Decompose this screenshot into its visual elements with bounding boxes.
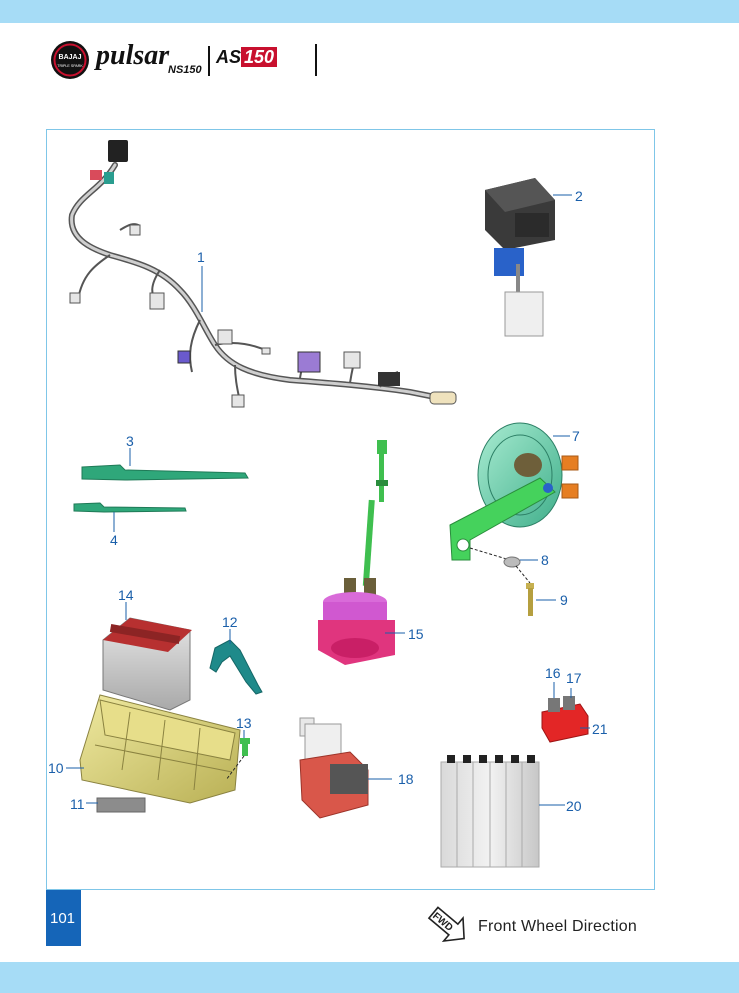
flasher-relay (299, 717, 369, 819)
logo-model-a: AS (216, 47, 242, 67)
callout-9: 9 (560, 592, 568, 608)
tray-bolt (225, 738, 250, 781)
callout-7: 7 (572, 428, 580, 444)
callout-20: 20 (566, 798, 582, 814)
emblem-bottom-text: TRIPLE SPARK (57, 64, 83, 68)
callout-17: 17 (566, 670, 582, 686)
callout-4: 4 (110, 532, 118, 548)
callout-1: 1 (197, 249, 205, 265)
relay-unit (485, 178, 555, 337)
battery-tray (79, 694, 241, 804)
callout-13: 13 (236, 715, 252, 731)
bajaj-emblem-icon: BAJAJ TRIPLE SPARK (51, 41, 89, 79)
callout-3: 3 (126, 433, 134, 449)
fwd-arrow-icon: FWD (427, 906, 465, 943)
callout-2: 2 (575, 188, 583, 204)
fuse-set (440, 755, 540, 868)
wiring-harness (68, 140, 457, 408)
logo-brand-text: pulsar (96, 40, 170, 71)
battery-pad (96, 797, 146, 813)
battery (102, 617, 192, 711)
page-number-tab: 101 (46, 890, 81, 946)
logo-sub-text: NS150 (168, 64, 202, 76)
callout-11: 11 (70, 796, 85, 812)
page-number: 101 (50, 910, 76, 927)
callout-10: 10 (48, 760, 64, 776)
fuse-box (541, 696, 589, 743)
callout-8: 8 (541, 552, 549, 568)
bottom-band (0, 962, 739, 993)
logo-divider-end (315, 44, 317, 76)
starter-relay (318, 440, 395, 665)
emblem-top-text: BAJAJ (59, 54, 82, 61)
logo-model-b: 150 (241, 47, 278, 67)
diagram-frame (46, 129, 655, 890)
horn-assembly (449, 422, 579, 616)
callout-21: 21 (592, 721, 608, 737)
battery-strap (209, 639, 263, 695)
callout-16: 16 (545, 665, 561, 681)
top-band (0, 0, 739, 23)
callout-14: 14 (118, 587, 134, 603)
callout-12: 12 (222, 614, 238, 630)
cable-ties (73, 464, 249, 513)
callout-18: 18 (398, 771, 414, 787)
front-wheel-direction-label: Front Wheel Direction (478, 918, 637, 935)
logo-divider (208, 46, 210, 76)
callout-15: 15 (408, 626, 424, 642)
